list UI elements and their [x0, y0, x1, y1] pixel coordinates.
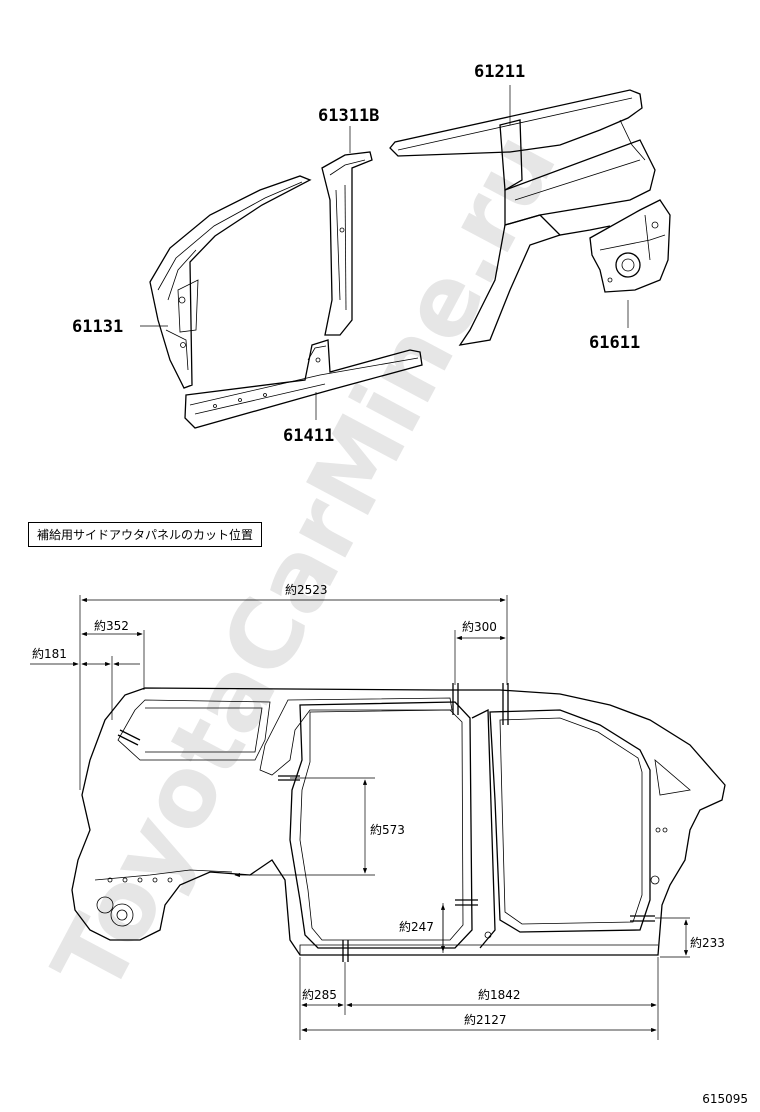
dim-label-352: 約352	[94, 618, 129, 633]
dim-label-300: 約300	[462, 619, 497, 634]
part-number-61611: 61611	[589, 333, 640, 353]
part-number-61411: 61411	[283, 426, 334, 446]
dim-label-573: 約573	[370, 822, 405, 837]
diagram-code: 615095	[702, 1092, 748, 1106]
dim-label-233: 約233	[690, 935, 725, 950]
dim-label-2127: 約2127	[464, 1012, 507, 1027]
center-pillar-part-61311b	[321, 151, 373, 336]
watermark-text: ToyotaCarMine.ru	[31, 115, 578, 1010]
dim-label-181: 約181	[32, 646, 67, 661]
part-number-61131: 61131	[72, 317, 123, 337]
dim-label-2523: 約2523	[285, 582, 328, 597]
dim-label-247: 約247	[399, 919, 434, 934]
dim-label-285: 約285	[302, 987, 337, 1002]
dim-label-1842: 約1842	[478, 987, 521, 1002]
section-title-box: 補給用サイドアウタパネルのカット位置	[28, 522, 263, 547]
cut-markers	[117, 683, 655, 962]
part-number-61311b: 61311B	[318, 106, 379, 126]
rocker-panel-part-61411	[184, 339, 423, 429]
quarter-inner-part-61611	[589, 199, 671, 293]
dimension-lines	[30, 595, 690, 1040]
front-pillar-part-61131	[149, 175, 312, 389]
side-outer-panel-view	[71, 687, 726, 956]
part-number-61211: 61211	[474, 62, 525, 82]
roof-rail-quarter-part-61211	[389, 89, 656, 346]
